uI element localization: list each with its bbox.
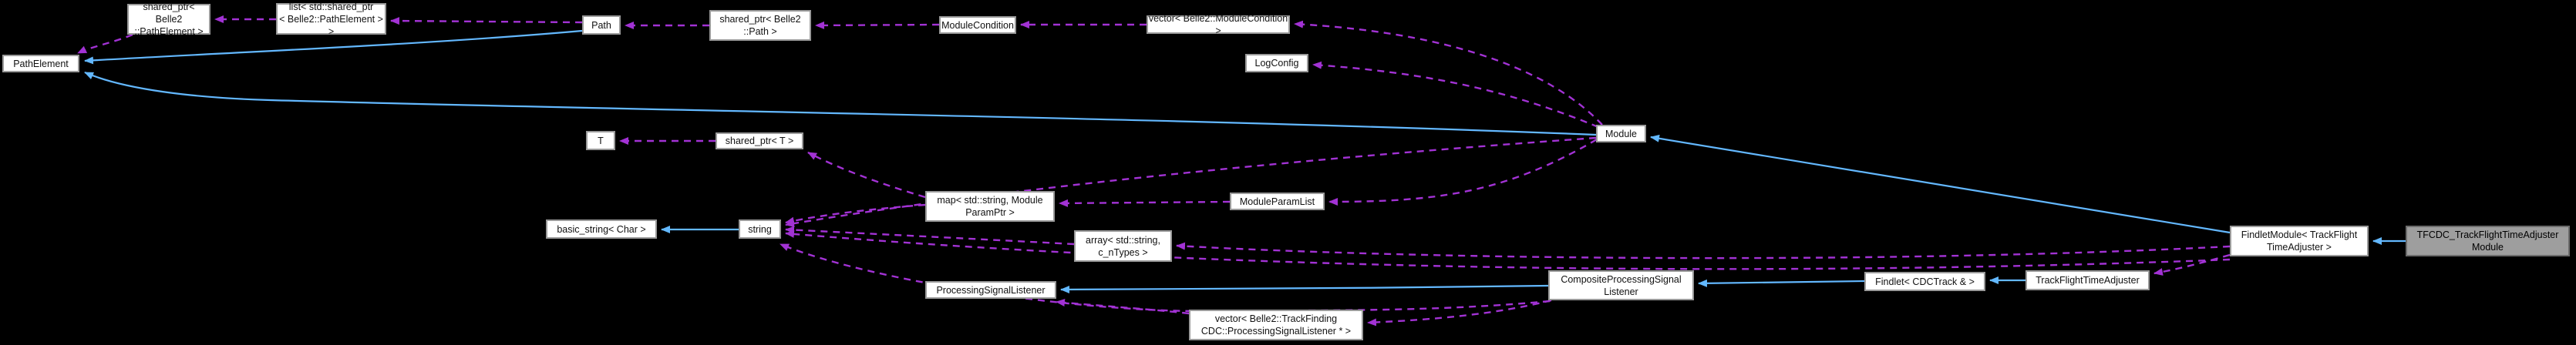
edge-module-to-moduleparamlist [1328, 138, 1598, 206]
node-label: Findlet< CDCTrack & > [1875, 276, 1975, 287]
node-string[interactable]: string [739, 219, 781, 239]
edge-findletmodule-to-string [785, 229, 2231, 270]
node-list-shared-ptr-pathelement[interactable]: list< std::shared_ptr < Belle2::PathElem… [276, 1, 386, 37]
edge-findletmodule-to-trackflighttimeadjuster [2153, 253, 2231, 276]
node-module[interactable]: Module [1596, 125, 1646, 142]
node-label: TFCDC_TrackFlightTimeAdjuster Module [2416, 229, 2559, 253]
node-trackflighttimeadjuster[interactable]: TrackFlightTimeAdjuster [2025, 270, 2150, 290]
node-label: shared_ptr< Belle2 ::Path > [719, 14, 801, 37]
node-processingsignallistener[interactable]: ProcessingSignalListener [925, 281, 1056, 299]
node-label: shared_ptr< Belle2 ::PathElement > [134, 2, 204, 37]
node-path[interactable]: Path [582, 15, 621, 35]
node-label: TrackFlightTimeAdjuster [2036, 275, 2140, 286]
node-label: string [748, 223, 772, 235]
edge-module-to-pathelement [84, 71, 1597, 136]
edge-moduleparamlist-to-map [1059, 199, 1231, 207]
node-label: vector< Belle2::TrackFinding CDC::Proces… [1200, 313, 1352, 337]
node-array-string-cntypes[interactable]: array< std::string, c_nTypes > [1074, 230, 1172, 262]
node-compositeprocessingsignallistener[interactable]: CompositeProcessingSignal Listener [1548, 270, 1694, 300]
node-label: shared_ptr< T > [725, 136, 794, 146]
edge-composite-to-vector-processingsignallistener [1367, 299, 1552, 327]
node-label: list< std::shared_ptr < Belle2::PathElem… [279, 1, 383, 37]
node-label: CompositeProcessingSignal Listener [1561, 273, 1682, 297]
node-moduleparamlist[interactable]: ModuleParamList [1230, 193, 1325, 210]
node-shared-ptr-path[interactable]: shared_ptr< Belle2 ::Path > [709, 10, 811, 41]
node-label: PathElement [13, 58, 69, 69]
node-label: Path [591, 19, 611, 31]
node-map-string-moduleparamptr[interactable]: map< std::string, Module ParamPtr > [925, 191, 1055, 222]
edge-module-to-vector-modulecondition [1294, 20, 1603, 126]
node-label: LogConfig [1254, 58, 1299, 69]
edge-findletmodule-to-array [1176, 242, 2231, 260]
edge-vector-processingsignallistener-to-processingsignallistener [1056, 299, 1190, 315]
node-label: Module [1605, 128, 1637, 139]
node-label: ModuleParamList [1239, 196, 1315, 207]
edge-path-to-pathelement [84, 29, 583, 65]
node-tfcdc-trackflighttimeadjustermodule[interactable]: TFCDC_TrackFlightTimeAdjuster Module [2406, 226, 2570, 256]
node-label: array< std::string, c_nTypes > [1086, 234, 1160, 258]
node-findlet-cdctrack[interactable]: Findlet< CDCTrack & > [1864, 272, 1985, 291]
node-label: ModuleCondition [941, 19, 1014, 31]
node-pathelement[interactable]: PathElement [2, 55, 79, 72]
node-label: FindletModule< TrackFlight TimeAdjuster … [2241, 229, 2358, 253]
edge-array-to-string [785, 226, 1075, 246]
edge-findletmodule-to-module [1650, 134, 2231, 234]
node-basic-string-char[interactable]: basic_string< Char > [546, 219, 657, 239]
edge-map-to-shared-ptr-t [807, 151, 926, 199]
edge-composite-to-processingsignallistener [1060, 284, 1549, 293]
node-label: basic_string< Char > [557, 223, 646, 235]
node-vector-modulecondition[interactable]: vector< Belle2::ModuleCondition > [1147, 13, 1290, 36]
node-findletmodule-trackflighttimeadjuster[interactable]: FindletModule< TrackFlight TimeAdjuster … [2230, 226, 2369, 256]
node-shared-ptr-t[interactable]: shared_ptr< T > [716, 132, 803, 149]
node-label: T [598, 135, 604, 146]
node-label: map< std::string, Module ParamPtr > [937, 195, 1043, 218]
node-vector-processingsignallistener[interactable]: vector< Belle2::TrackFinding CDC::Proces… [1189, 310, 1363, 340]
edge-shared-ptr-pathelement-to-pathelement [77, 33, 133, 55]
edge-module-to-logconfig [1312, 61, 1599, 129]
edge-path-to-list [390, 17, 583, 25]
edge-map-to-string [785, 203, 926, 225]
node-modulecondition[interactable]: ModuleCondition [939, 16, 1016, 34]
node-label: vector< Belle2::ModuleCondition > [1148, 13, 1288, 36]
node-logconfig[interactable]: LogConfig [1245, 54, 1308, 72]
node-label: ProcessingSignalListener [936, 284, 1046, 296]
node-shared-ptr-pathelement[interactable]: shared_ptr< Belle2 ::PathElement > [127, 2, 210, 37]
edge-module-to-string [785, 136, 1597, 228]
edge-findlet-to-composite [1698, 279, 1865, 287]
node-t[interactable]: T [586, 131, 615, 150]
